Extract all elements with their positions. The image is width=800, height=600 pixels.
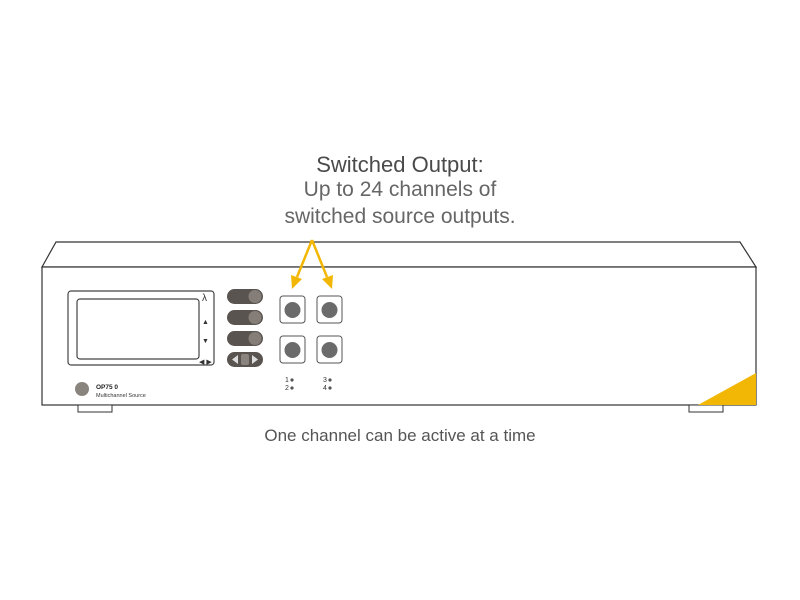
up-arrow-label: ▲ (202, 319, 209, 326)
power-key-icon[interactable] (75, 382, 89, 396)
display-screen (76, 298, 200, 360)
channel-label-4: 4 (323, 385, 327, 392)
heading-title: Switched Output: (316, 152, 484, 177)
heading-line-2: switched source outputs. (284, 205, 516, 228)
callout-arrow-right (310, 239, 333, 289)
output-port-2[interactable] (279, 335, 306, 364)
wavelength-button[interactable] (227, 289, 263, 304)
foot-left (77, 404, 113, 413)
lambda-label: λ (202, 293, 207, 304)
output-port-1[interactable] (279, 295, 306, 324)
heading-line-1: Up to 24 channels of (303, 178, 497, 201)
channel-label-2: 2 (285, 385, 289, 392)
model-subtitle: Multichannel Source (96, 393, 146, 399)
callout-arrow-left (291, 239, 314, 289)
down-button[interactable] (227, 331, 263, 346)
channel-led-1 (290, 378, 294, 382)
down-arrow-label: ▼ (202, 338, 209, 345)
channel-led-3 (328, 378, 332, 382)
model-label: OP75 0 (96, 384, 118, 391)
output-port-3[interactable] (316, 295, 343, 324)
output-port-4[interactable] (316, 335, 343, 364)
channel-led-4 (328, 386, 332, 390)
foot-right (688, 404, 724, 413)
chassis-top (40, 241, 758, 268)
accent-corner (698, 373, 756, 405)
channel-led-2 (290, 386, 294, 390)
caption: One channel can be active at a time (264, 426, 536, 445)
channel-label-1: 1 (285, 377, 289, 384)
left-right-arrow-label: ◀ ▶ (199, 359, 212, 366)
up-button[interactable] (227, 310, 263, 325)
left-right-rocker[interactable] (227, 352, 263, 367)
channel-label-3: 3 (323, 377, 327, 384)
